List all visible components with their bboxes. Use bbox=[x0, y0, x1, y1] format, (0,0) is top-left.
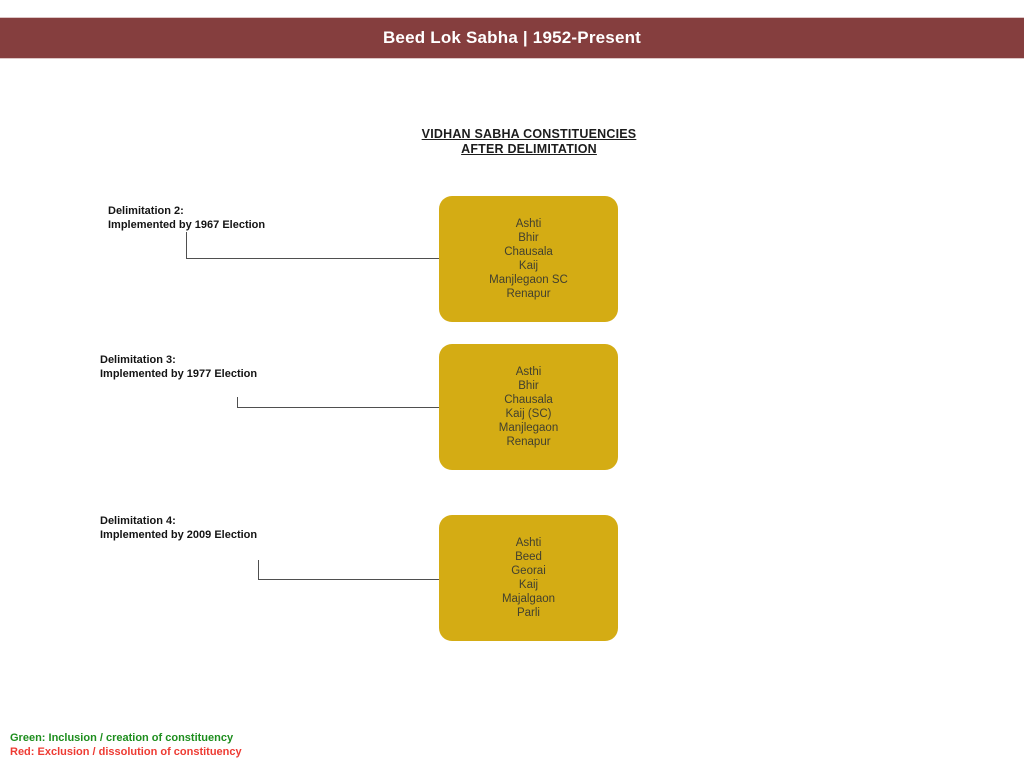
delimitation-2-label: Delimitation 2: Implemented by 1967 Elec… bbox=[108, 204, 265, 232]
constituency-name: Kaij (SC) bbox=[505, 408, 552, 420]
constituency-name: Georai bbox=[511, 565, 546, 577]
constituency-name: Parli bbox=[516, 607, 540, 619]
delimitation-3-label: Delimitation 3: Implemented by 1977 Elec… bbox=[100, 353, 257, 381]
constituency-name: Bhir bbox=[518, 232, 539, 244]
legend-red-line: Red: Exclusion / dissolution of constitu… bbox=[10, 746, 242, 758]
constituency-name: Kaij bbox=[518, 260, 539, 272]
connector-line-1 bbox=[186, 232, 439, 259]
delimitation-label-title: Delimitation 3: bbox=[100, 354, 176, 366]
delimitation-label-subtitle: Implemented by 2009 Election bbox=[100, 529, 258, 541]
connector-line-2 bbox=[237, 397, 439, 408]
constituency-name: Manjlegaon bbox=[498, 422, 559, 434]
legend: Green: Inclusion / creation of constitue… bbox=[10, 731, 242, 759]
constituency-name: Renapur bbox=[506, 436, 551, 448]
constituency-name: Chausala bbox=[504, 246, 553, 258]
constituency-name: Ashti bbox=[515, 537, 542, 549]
constituency-name: Manjlegaon SC bbox=[489, 274, 568, 286]
delimitation-label-subtitle: Implemented by 1967 Election bbox=[108, 219, 266, 231]
legend-green-line: Green: Inclusion / creation of constitue… bbox=[10, 732, 234, 744]
constituency-name: Majalgaon bbox=[501, 593, 556, 605]
constituency-name: Chausala bbox=[504, 394, 553, 406]
constituency-name: Asthi bbox=[515, 366, 542, 378]
heading-line-1: VIDHAN SABHA CONSTITUENCIES bbox=[421, 127, 637, 141]
connector-line-3 bbox=[258, 560, 439, 580]
page-title: Beed Lok Sabha | 1952-Present bbox=[382, 28, 642, 47]
diagram-heading: VIDHAN SABHA CONSTITUENCIES AFTER DELIMI… bbox=[389, 127, 669, 157]
delimitation-label-title: Delimitation 2: bbox=[108, 205, 184, 217]
constituency-name: Kaij bbox=[518, 579, 539, 591]
constituency-name: Renapur bbox=[506, 288, 551, 300]
delimitation-4-label: Delimitation 4: Implemented by 2009 Elec… bbox=[100, 514, 257, 542]
delimitation-label-title: Delimitation 4: bbox=[100, 515, 176, 527]
heading-line-2: AFTER DELIMITATION bbox=[461, 142, 597, 156]
constituency-name: Bhir bbox=[518, 380, 539, 392]
delimitation-label-subtitle: Implemented by 1977 Election bbox=[100, 368, 258, 380]
title-bar: Beed Lok Sabha | 1952-Present bbox=[0, 17, 1024, 59]
constituency-name: Ashti bbox=[515, 218, 542, 230]
constituency-name: Beed bbox=[515, 551, 542, 563]
